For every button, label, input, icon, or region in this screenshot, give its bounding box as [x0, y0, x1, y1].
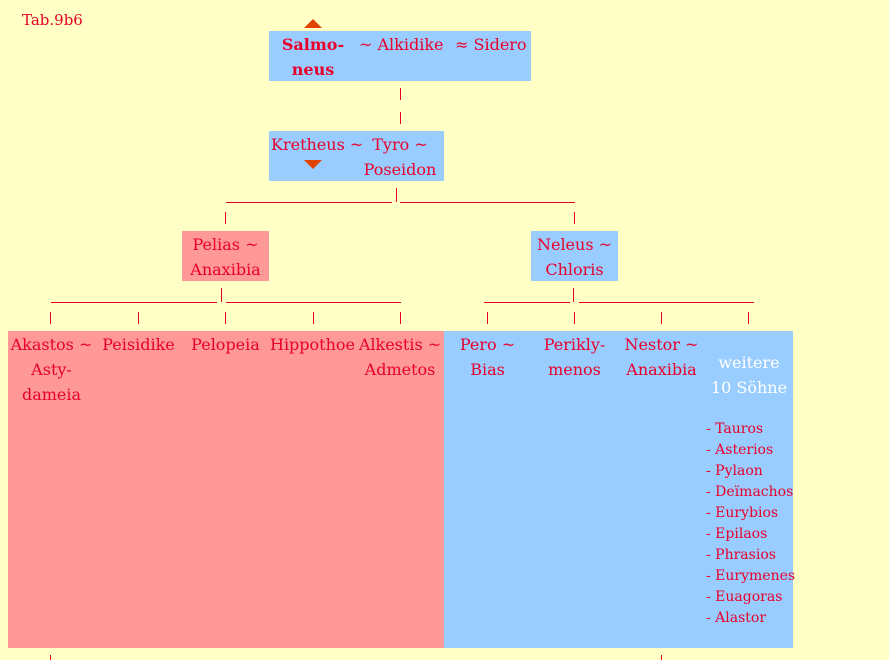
weitere-line2: 10 Söhne	[710, 378, 788, 397]
son-list-item: - Euagoras	[706, 589, 783, 605]
salmoneus-line2: neus	[291, 60, 335, 79]
akastos-line2: Asty-	[31, 360, 72, 379]
periklymenos-line1: Perikly-	[543, 335, 606, 354]
pelias-name: Pelias ~ Anaxibia	[182, 232, 269, 282]
alkestis-name: Alkestis ~ Admetos	[356, 332, 444, 382]
kretheus-name: Kretheus ~	[271, 135, 364, 154]
navigate-down-arrow-icon[interactable]	[304, 160, 322, 169]
hippothoe-name: Hippothoe	[269, 335, 356, 354]
pelias-line2: Anaxibia	[190, 260, 261, 279]
tyro-line2: Poseidon	[363, 160, 437, 179]
connector-tick	[225, 212, 226, 224]
akastos-name: Akastos ~ Asty- dameia	[8, 332, 95, 407]
connector-bar	[484, 302, 570, 303]
connector-tick	[661, 312, 662, 324]
neleus-line1: Neleus ~	[536, 235, 613, 254]
connector-tick	[574, 312, 575, 324]
kretheus-tyro-box	[269, 131, 444, 181]
connector-tick	[50, 312, 51, 324]
connector-bar	[226, 202, 392, 203]
pelias-box	[182, 231, 269, 281]
connector-tick	[400, 312, 401, 324]
son-list-item: - Eurymenes	[706, 568, 796, 584]
nestor-name: Nestor ~ Anaxibia	[618, 332, 705, 382]
akastos-line3: dameia	[21, 385, 82, 404]
continuation-tick	[661, 655, 662, 660]
son-list-item: - Alastor	[706, 610, 767, 626]
pero-line1: Pero ~	[459, 335, 516, 354]
connector-bar	[579, 302, 754, 303]
tyro-line1: Tyro ~	[372, 135, 428, 154]
connector-bar	[226, 302, 401, 303]
continuation-tick	[50, 655, 51, 660]
peisidike-name: Peisidike	[102, 335, 175, 354]
son-list-item: - Epilaos	[706, 526, 768, 542]
nestor-line1: Nestor ~	[624, 335, 699, 354]
wife-alkidike: ~ Alkidike	[359, 35, 444, 54]
periklymenos-name: Perikly- menos	[531, 332, 618, 382]
periklymenos-line2: menos	[548, 360, 601, 379]
tab-label: Tab.9b6	[22, 11, 83, 29]
nestor-line2: Anaxibia	[626, 360, 697, 379]
pero-name: Pero ~ Bias	[444, 332, 531, 382]
connector-tick	[313, 312, 314, 324]
salmoneus-box	[269, 31, 531, 81]
alkestis-line2: Admetos	[364, 360, 436, 379]
connector-tick	[574, 212, 575, 224]
salmoneus-name: Salmo- neus	[269, 32, 357, 82]
neleus-line2: Chloris	[545, 260, 604, 279]
neleus-children-panel	[444, 331, 793, 648]
pelias-children-panel	[8, 331, 444, 648]
salmoneus-line1: Salmo-	[281, 35, 345, 54]
connector-tick	[396, 188, 397, 202]
connector-tick	[400, 88, 401, 100]
pero-line2: Bias	[470, 360, 505, 379]
wife-sidero: ≈ Sidero	[455, 35, 527, 54]
son-list-item: - Eurybios	[706, 505, 779, 521]
weitere-soehne-label: weitere 10 Söhne	[705, 350, 793, 400]
son-list-item: - Asterios	[706, 442, 774, 458]
connector-tick	[221, 288, 222, 302]
pelopeia-name: Pelopeia	[191, 335, 260, 354]
connector-bar	[51, 302, 217, 303]
neleus-box	[531, 231, 618, 281]
son-list-item: - Pylaon	[706, 463, 763, 479]
connector-tick	[487, 312, 488, 324]
sons-list: - Tauros - Asterios - Pylaon - Deïmachos - E…	[706, 419, 795, 629]
alkestis-line1: Alkestis ~	[358, 335, 442, 354]
connector-tick	[138, 312, 139, 324]
connector-tick	[400, 112, 401, 124]
connector-tick	[748, 312, 749, 324]
tyro-name: Tyro ~ Poseidon	[356, 132, 444, 182]
connector-tick	[225, 312, 226, 324]
pelias-line1: Pelias ~	[192, 235, 259, 254]
neleus-name: Neleus ~ Chloris	[531, 232, 618, 282]
weitere-line1: weitere	[718, 353, 780, 372]
son-list-item: - Phrasios	[706, 547, 776, 563]
son-list-item: - Deïmachos	[706, 484, 794, 500]
connector-tick	[573, 288, 574, 302]
connector-bar	[400, 202, 575, 203]
son-list-item: - Tauros	[706, 421, 764, 437]
navigate-up-arrow-icon[interactable]	[304, 19, 322, 28]
akastos-line1: Akastos ~	[10, 335, 93, 354]
